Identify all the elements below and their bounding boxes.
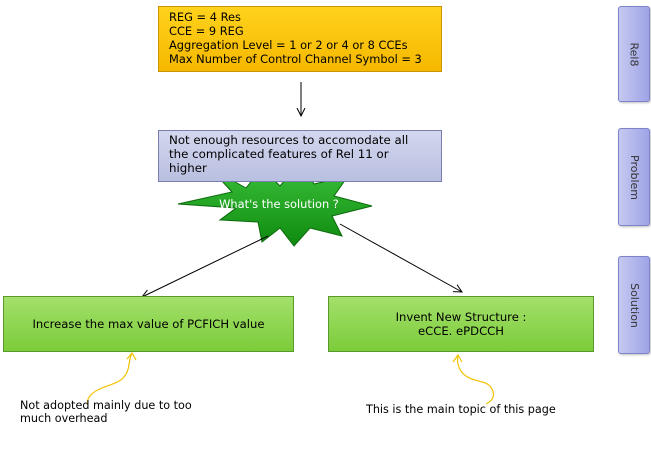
solution-right-line: Invent New Structure : — [395, 310, 527, 324]
note-right: This is the main topic of this page — [366, 403, 556, 416]
problem-line: the complicated features of Rel 11 or — [169, 147, 389, 161]
solution-right-line: eCCE. ePDCCH — [418, 324, 504, 338]
side-tab-problem-label: Problem — [627, 154, 641, 200]
problem-line: higher — [169, 161, 207, 175]
note-left: Not adopted mainly due to too much overh… — [20, 399, 230, 425]
squiggle-right — [456, 354, 495, 405]
side-tab-solution-label: Solution — [627, 282, 641, 328]
note-left-line: much overhead — [20, 412, 108, 425]
solution-left-label: Increase the max value of PCFICH value — [32, 317, 265, 331]
squiggle-right-arrowhead — [452, 353, 463, 363]
problem-line: Not enough resources to accomodate all — [169, 133, 409, 147]
solution-star-label: What's the solution ? — [219, 197, 339, 211]
rel8-line: Max Number of Control Channel Symbol = 3 — [169, 52, 422, 66]
rel8-definition-box: REG = 4 Res CCE = 9 REG Aggregation Leve… — [158, 6, 442, 72]
solution-right-box: Invent New Structure : eCCE. ePDCCH — [328, 296, 594, 352]
solution-left-box: Increase the max value of PCFICH value — [3, 296, 294, 352]
side-tab-rel8-label: Rel8 — [627, 42, 641, 66]
arrow-star-to-left-solution — [142, 235, 269, 297]
side-tab-solution: Solution — [618, 256, 650, 354]
arrow-star-to-right-solution — [339, 223, 462, 292]
rel8-line: Aggregation Level = 1 or 2 or 4 or 8 CCE… — [169, 38, 408, 52]
side-tab-problem: Problem — [618, 128, 650, 226]
rel8-line: REG = 4 Res — [169, 10, 241, 24]
squiggle-left — [87, 352, 133, 405]
rel8-line: CCE = 9 REG — [169, 24, 244, 38]
problem-box: Not enough resources to accomodate all t… — [158, 130, 442, 182]
side-tab-rel8: Rel8 — [618, 6, 650, 102]
squiggle-left-arrowhead — [126, 351, 137, 361]
note-left-line: Not adopted mainly due to too — [20, 399, 192, 412]
